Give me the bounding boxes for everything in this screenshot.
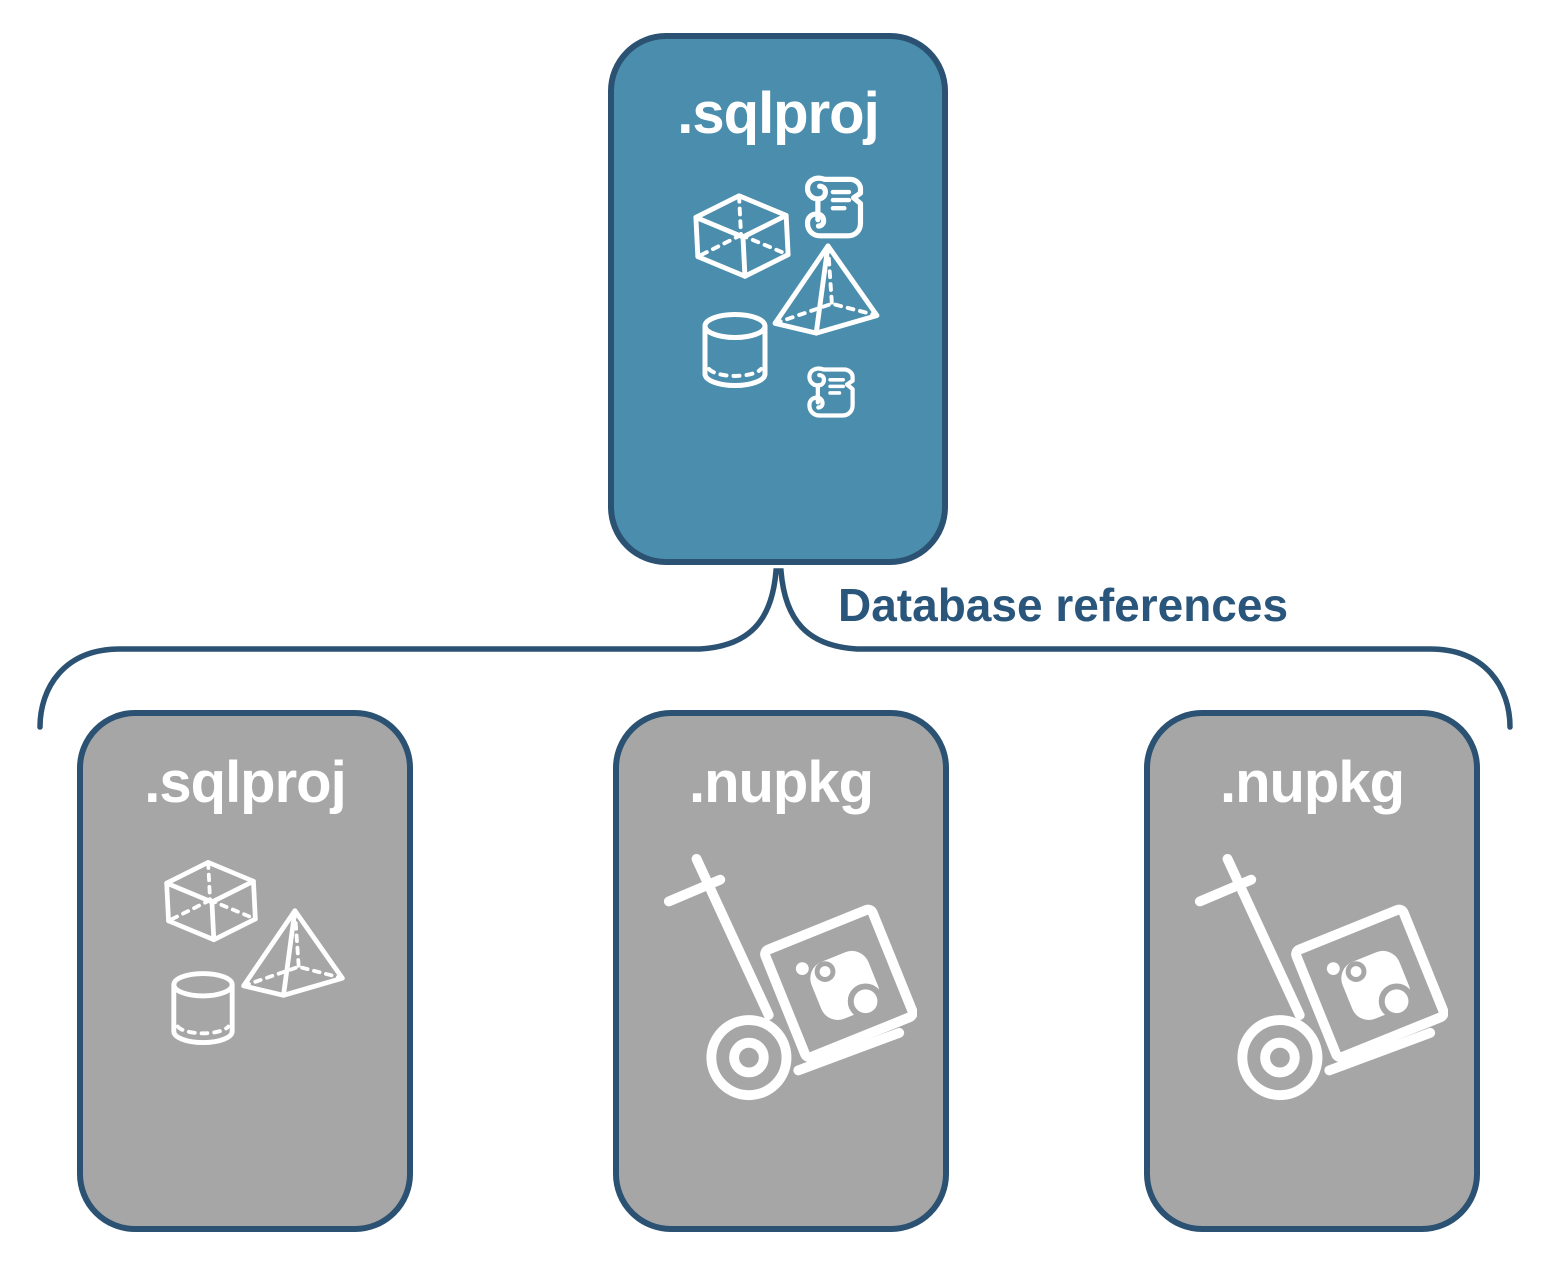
child-card-title: .nupkg — [1219, 750, 1405, 815]
root-card-sqlproj: .sqlproj — [608, 33, 948, 565]
child-card-nupkg: .nupkg — [1144, 710, 1480, 1232]
nuget-package-hand-truck-icon — [655, 850, 917, 1107]
sql-script-scroll-icon — [796, 169, 872, 245]
connector-label: Database references — [838, 579, 1289, 631]
pyramid-icon — [239, 906, 347, 1001]
sql-script-scroll-icon — [800, 361, 862, 423]
pyramid-icon — [770, 241, 882, 339]
child-card-title: .nupkg — [688, 750, 874, 815]
database-cylinder-icon — [167, 970, 239, 1050]
root-card-title: .sqlproj — [677, 81, 879, 146]
child-card-nupkg: .nupkg — [613, 710, 949, 1232]
database-cylinder-icon — [698, 311, 772, 393]
nuget-package-hand-truck-icon — [1186, 850, 1448, 1107]
child-card-sqlproj: .sqlproj — [77, 710, 413, 1232]
child-card-title: .sqlproj — [144, 750, 346, 815]
